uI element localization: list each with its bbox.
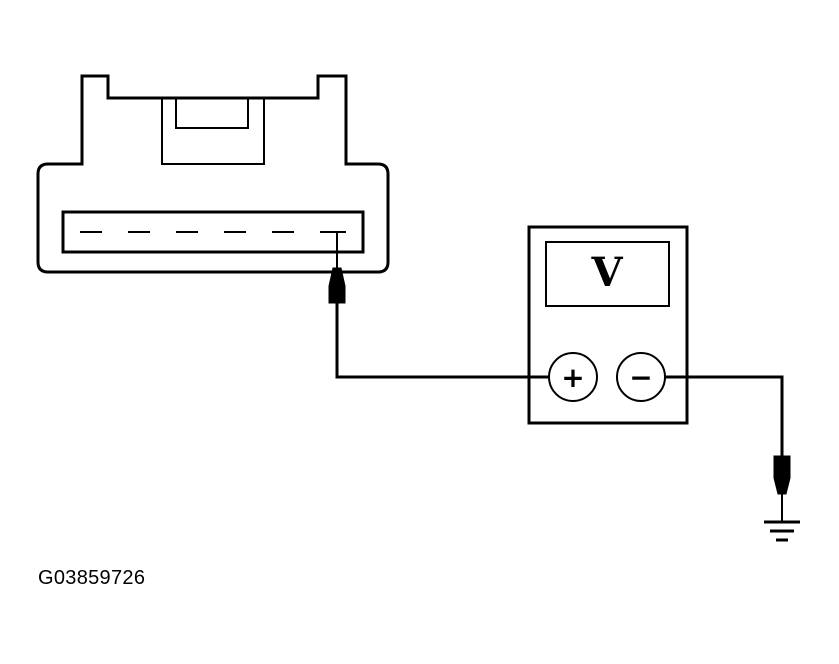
voltmeter: V + −: [527, 225, 689, 425]
figure-id: G03859726: [38, 567, 146, 589]
positive-terminal: [548, 352, 598, 402]
connector-lock-tab: [161, 98, 265, 165]
connector-lock-latch: [175, 98, 249, 129]
positive-probe: [328, 232, 346, 304]
positive-terminal-label: +: [561, 361, 584, 394]
terminal-cavity: [61, 210, 365, 254]
connector: [36, 74, 390, 274]
probe-tip: [328, 267, 346, 304]
negative-probe: [773, 455, 791, 522]
connector-housing: [36, 74, 390, 274]
negative-lead-wire: [665, 375, 784, 456]
voltage-symbol: V: [590, 249, 623, 296]
probe-tip: [773, 455, 791, 495]
positive-lead-wire: [335, 303, 549, 379]
ground-icon: [764, 520, 800, 542]
negative-terminal-label: −: [629, 361, 652, 394]
voltmeter-body: [527, 225, 689, 425]
voltmeter-display: [545, 241, 670, 307]
